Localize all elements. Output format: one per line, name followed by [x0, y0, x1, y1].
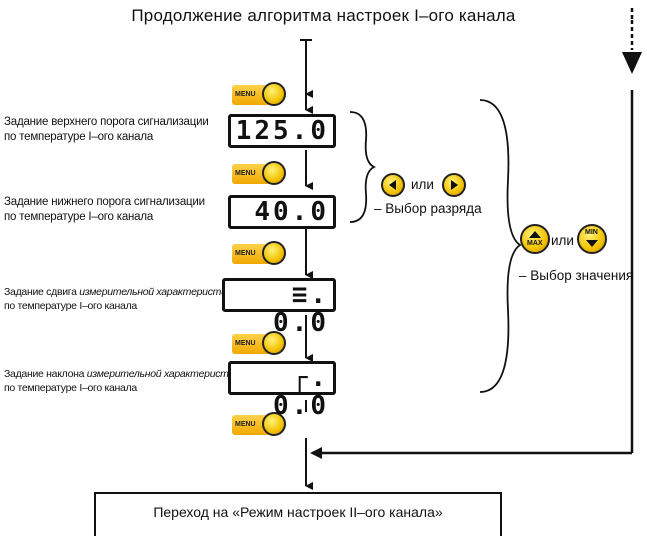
menu-button-label: MENU: [232, 415, 270, 435]
value-select-text: – Выбор значения: [519, 268, 634, 283]
menu-knob-icon: [262, 412, 286, 436]
return-arrowhead-left: [310, 447, 322, 459]
led-display: ≡. 0.0: [222, 278, 336, 337]
step-label: Задание наклона измерительной характерис…: [4, 368, 245, 394]
led-display: ┌. 0.0: [228, 361, 336, 420]
right-arrow-button[interactable]: [442, 173, 466, 197]
led-display: 125.0: [228, 114, 336, 148]
right-arrow-icon: [451, 180, 458, 190]
max-label: MAX: [527, 240, 543, 247]
menu-button[interactable]: MENU: [232, 412, 290, 438]
step-label: Задание верхнего порога сигнализации по …: [4, 116, 209, 143]
menu-button[interactable]: MENU: [232, 331, 290, 357]
menu-button[interactable]: MENU: [232, 241, 290, 267]
or-text: или: [551, 233, 574, 248]
min-button[interactable]: MIN: [577, 224, 607, 254]
digit-select-text: – Выбор разряда: [374, 201, 482, 216]
diagram-title: Продолжение алгоритма настроек I–ого кан…: [131, 6, 516, 25]
menu-knob-icon: [262, 161, 286, 185]
menu-button-label: MENU: [232, 334, 270, 354]
menu-knob-icon: [262, 241, 286, 265]
return-arrowhead-down: [622, 52, 642, 74]
menu-button[interactable]: MENU: [232, 82, 290, 108]
main-flow-arrows: [300, 39, 313, 490]
down-arrow-icon: [586, 240, 598, 247]
next-mode-box: Переход на «Режим настроек II–ого канала…: [94, 492, 502, 536]
min-label: MIN: [585, 229, 598, 236]
up-arrow-icon: [529, 231, 541, 238]
or-text: или: [411, 177, 434, 192]
menu-button-label: MENU: [232, 85, 270, 105]
left-arrow-icon: [389, 180, 396, 190]
menu-button-label: MENU: [232, 244, 270, 264]
led-display: 40.0: [228, 195, 336, 229]
return-path: [318, 8, 634, 455]
step-label: Задание сдвига измерительной характерист…: [4, 286, 237, 312]
max-button[interactable]: MAX: [520, 224, 550, 254]
menu-knob-icon: [262, 331, 286, 355]
left-arrow-button[interactable]: [381, 173, 405, 197]
menu-button-label: MENU: [232, 164, 270, 184]
step-label: Задание нижнего порога сигнализации по т…: [4, 196, 205, 223]
value-brace: [479, 99, 522, 393]
menu-knob-icon: [262, 82, 286, 106]
digit-brace: [349, 111, 377, 223]
next-mode-text: Переход на «Режим настроек II–ого канала…: [153, 504, 443, 520]
menu-button[interactable]: MENU: [232, 161, 290, 187]
